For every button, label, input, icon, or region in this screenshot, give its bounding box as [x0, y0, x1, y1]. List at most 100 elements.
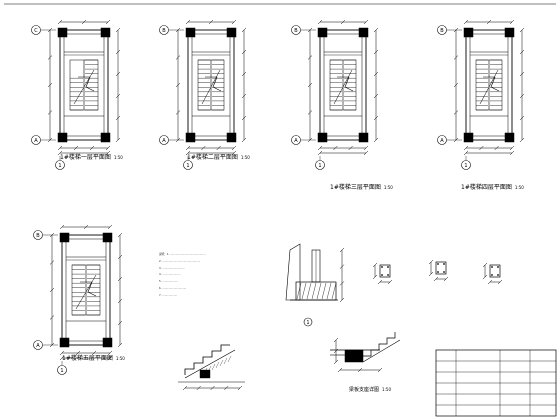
- col-dim-tick: [377, 279, 383, 285]
- dim-bottom-total-tick: [105, 150, 111, 156]
- col-dim-tick: [387, 279, 393, 285]
- break-line: [73, 69, 95, 105]
- dim-top-tick: [185, 19, 191, 25]
- plan-wall-inner: [469, 33, 509, 137]
- col-dim-tick: [482, 274, 488, 280]
- plan-wall-outer: [187, 29, 235, 141]
- footing-outline: [285, 243, 301, 301]
- dim-right-tick: [519, 93, 525, 99]
- detail-wall-footing: [285, 243, 345, 303]
- axis-bubble-bottom-label: A: [34, 138, 38, 144]
- col-dim-tick: [428, 259, 434, 265]
- stair-plan-4: BA1: [437, 19, 525, 170]
- footing-hatch: [316, 282, 322, 300]
- stair-frame: [197, 59, 225, 111]
- dim-right-tick: [117, 298, 123, 304]
- note-line: 2. .....................................…: [159, 259, 201, 263]
- dim-bottom-tick: [89, 145, 95, 151]
- col-dim-tick: [497, 279, 503, 285]
- dim-top-tick: [59, 224, 65, 230]
- col-dim-tick: [487, 279, 493, 285]
- detail-beam-support: [330, 332, 401, 373]
- dim-top-tick: [317, 19, 323, 25]
- rebar-dot: [387, 266, 389, 268]
- dim-bottom-tick: [509, 145, 515, 151]
- dim-right-tick: [373, 93, 379, 99]
- footing-hatch: [321, 282, 327, 300]
- column: [102, 232, 113, 243]
- axis-bubble-col: [57, 365, 67, 375]
- stair-frame: [475, 59, 503, 111]
- dim-top-tick: [509, 19, 515, 25]
- dim-top-tick: [208, 19, 214, 25]
- stair-frame: [329, 59, 357, 111]
- stair-plan-5: BA1: [33, 224, 123, 375]
- break-line: [479, 69, 499, 105]
- col-outline: [489, 264, 501, 278]
- column: [463, 27, 474, 38]
- slab-hatch: [211, 363, 216, 371]
- stair-plan-2: BA1: [159, 19, 247, 170]
- slab-hatch: [223, 357, 228, 365]
- column: [504, 27, 515, 38]
- column: [317, 27, 328, 38]
- dim-right-tick: [115, 137, 121, 143]
- stair-slab-bottom: [184, 349, 236, 379]
- stair-frame: [69, 59, 99, 111]
- dim-bottom-tick: [105, 145, 111, 151]
- detail-column-section-b: [428, 259, 449, 282]
- support-dim-tick: [333, 359, 339, 365]
- col-outline: [379, 264, 391, 278]
- support-slab: [362, 339, 401, 363]
- axis-bubble-top-label: B: [440, 28, 444, 34]
- support-dim-tick: [333, 348, 339, 354]
- stair-steps: [184, 344, 230, 375]
- column: [102, 337, 113, 348]
- plan-wall-outer: [319, 29, 367, 141]
- dim-left-tick: [47, 82, 53, 88]
- dim-top-tick: [231, 19, 237, 25]
- column: [185, 132, 196, 143]
- dim-bottom-tick: [231, 145, 237, 151]
- plan-wall-outer: [465, 29, 513, 141]
- note-line: 说明：1. ..................................…: [159, 253, 206, 256]
- support-dim-h-tick: [337, 367, 343, 373]
- axis-bubble-col: [461, 160, 471, 170]
- note-line: 7. ..................: [159, 293, 178, 297]
- rebar-dot: [381, 266, 383, 268]
- slab-mark: [80, 281, 97, 297]
- dim-bottom-tick: [333, 145, 338, 151]
- axis-bubble-bottom: [31, 135, 41, 145]
- axis-bubble-col-label: 1: [58, 163, 61, 169]
- dim-right-tick: [115, 93, 121, 99]
- dim-right-tick: [373, 71, 379, 77]
- axis-bubble-bottom: [437, 135, 447, 145]
- dim-top-tick: [107, 224, 113, 230]
- stair-frame: [71, 264, 101, 316]
- dim-bottom-tick: [494, 145, 499, 151]
- dim-right-tick: [373, 27, 379, 33]
- axis-bubble-top: [159, 25, 169, 35]
- rebar-dot: [491, 274, 493, 276]
- slab-mark: [483, 76, 500, 92]
- axis-bubble-top: [437, 25, 447, 35]
- dim-right-tick: [241, 49, 247, 55]
- slab-mark: [337, 76, 354, 92]
- column: [226, 132, 237, 143]
- col-dim-tick: [433, 276, 439, 282]
- dim-bottom-tick: [201, 145, 206, 151]
- dim-bottom-total-tick: [509, 150, 515, 156]
- dim-left-tick: [307, 82, 313, 88]
- axis-bubble-top-label: B: [36, 233, 40, 239]
- dim-top-tick: [340, 19, 346, 25]
- column: [358, 27, 369, 38]
- dim-top-tick: [363, 19, 369, 25]
- axis-bubble-top: [33, 230, 43, 240]
- dim-right-tick: [241, 71, 247, 77]
- dim-bottom-tick: [75, 350, 81, 356]
- dim-bottom-tick: [348, 145, 353, 151]
